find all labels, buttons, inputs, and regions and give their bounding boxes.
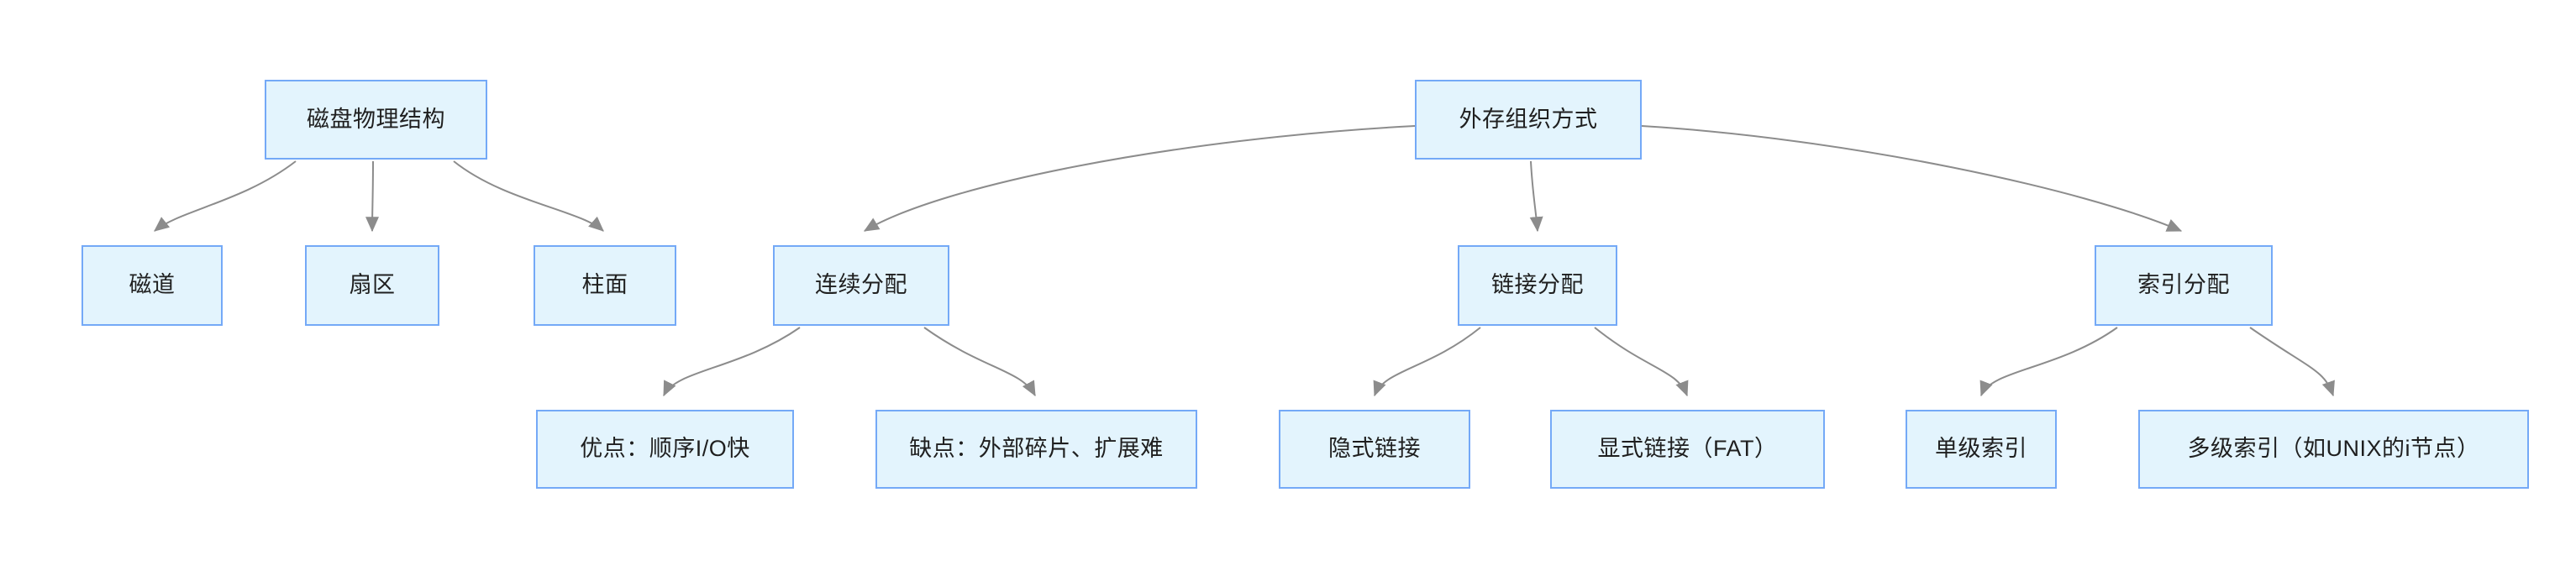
edge-indexed-allocation-to-single-level-index — [1979, 327, 2118, 397]
edge-group — [154, 125, 2335, 397]
edge-indexed-allocation-to-multi-level-index — [2249, 327, 2335, 397]
node-contiguous-allocation[interactable]: 连续分配 — [773, 245, 949, 326]
node-cylinder[interactable]: 柱面 — [534, 245, 676, 326]
edge-disk-physical-structure-to-sector — [365, 160, 380, 233]
node-sector[interactable]: 扇区 — [305, 245, 439, 326]
node-label-disk-physical-structure: 磁盘物理结构 — [307, 106, 445, 132]
edge-disk-physical-structure-to-cylinder — [453, 160, 604, 232]
node-linked-allocation[interactable]: 链接分配 — [1458, 245, 1617, 326]
node-track[interactable]: 磁道 — [81, 245, 223, 326]
node-external-storage-org[interactable]: 外存组织方式 — [1415, 80, 1642, 160]
node-label-cylinder: 柱面 — [581, 272, 628, 298]
node-label-track: 磁道 — [129, 272, 176, 298]
node-contiguous-pro[interactable]: 优点：顺序I/O快 — [536, 410, 794, 489]
node-single-level-index[interactable]: 单级索引 — [1906, 410, 2057, 489]
node-label-explicit-link-fat: 显式链接（FAT） — [1597, 436, 1778, 462]
node-label-single-level-index: 单级索引 — [1935, 436, 2027, 462]
edge-external-storage-org-to-contiguous-allocation — [863, 125, 1416, 232]
node-disk-physical-structure[interactable]: 磁盘物理结构 — [265, 80, 487, 160]
edge-external-storage-org-to-indexed-allocation — [1641, 125, 2183, 232]
node-label-implicit-link: 隐式链接 — [1328, 436, 1421, 462]
edge-contiguous-allocation-to-contiguous-con — [923, 327, 1036, 397]
edge-linked-allocation-to-implicit-link — [1373, 327, 1481, 397]
node-indexed-allocation[interactable]: 索引分配 — [2095, 245, 2273, 326]
edge-contiguous-allocation-to-contiguous-pro — [663, 327, 801, 397]
node-label-multi-level-index: 多级索引（如UNIX的i节点） — [2187, 436, 2480, 462]
edge-disk-physical-structure-to-track — [154, 160, 297, 232]
node-label-external-storage-org: 外存组织方式 — [1459, 106, 1598, 132]
node-label-sector: 扇区 — [349, 272, 396, 298]
node-label-indexed-allocation: 索引分配 — [2137, 272, 2230, 298]
node-label-contiguous-allocation: 连续分配 — [815, 272, 907, 298]
node-label-contiguous-con: 缺点：外部碎片、扩展难 — [909, 436, 1164, 462]
node-label-contiguous-pro: 优点：顺序I/O快 — [580, 436, 750, 462]
node-label-linked-allocation: 链接分配 — [1491, 272, 1584, 298]
edge-linked-allocation-to-explicit-link-fat — [1594, 327, 1689, 397]
node-multi-level-index[interactable]: 多级索引（如UNIX的i节点） — [2138, 410, 2529, 489]
node-implicit-link[interactable]: 隐式链接 — [1279, 410, 1470, 489]
node-contiguous-con[interactable]: 缺点：外部碎片、扩展难 — [875, 410, 1197, 489]
edge-external-storage-org-to-linked-allocation — [1529, 160, 1543, 233]
node-explicit-link-fat[interactable]: 显式链接（FAT） — [1550, 410, 1825, 489]
